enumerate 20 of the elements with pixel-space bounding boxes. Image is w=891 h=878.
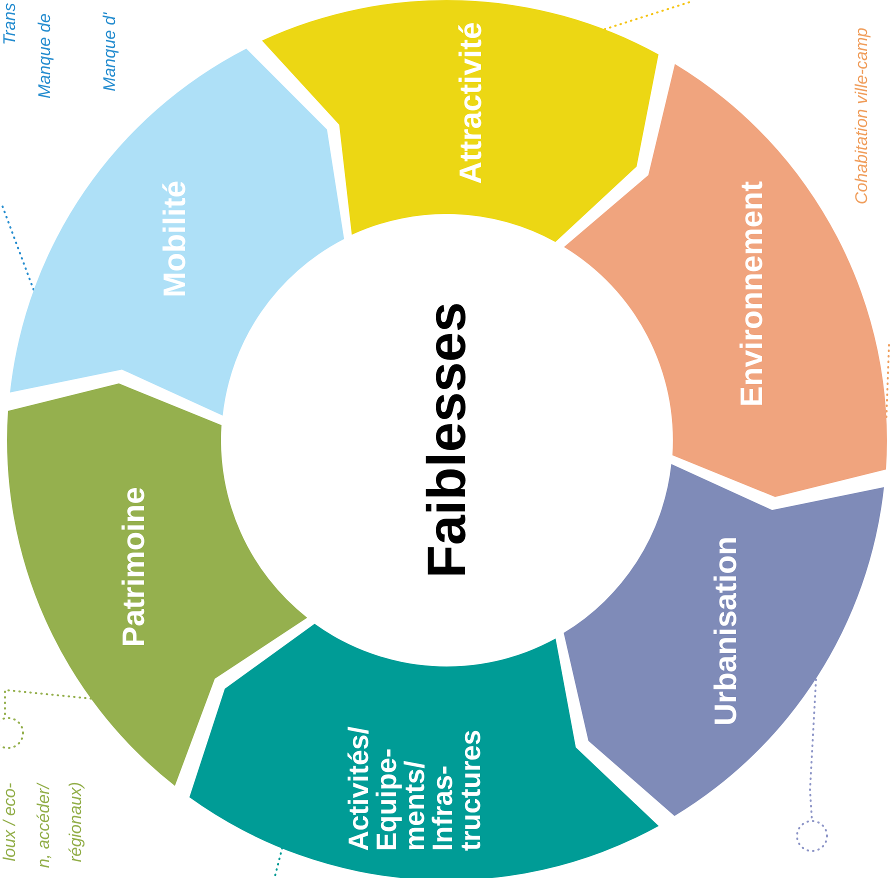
- segment-label: Mobilité: [157, 180, 194, 298]
- note-text: Trans: [0, 2, 20, 46]
- note-text: Manque d': [100, 12, 120, 92]
- leader-line: [274, 847, 284, 877]
- segment-label: Activités/ Equipe- ments/ Infras- tructures: [344, 726, 485, 852]
- leader-line: [796, 678, 828, 852]
- leader-line: [885, 344, 890, 418]
- leader-line: [1, 204, 34, 290]
- note-text: Cohabitation ville-camp: [852, 28, 872, 204]
- note-text: loux / eco-: [0, 782, 20, 862]
- note-text: n, accéder/: [34, 784, 54, 868]
- center-title: Faiblesses: [416, 302, 478, 578]
- segment-label: Patrimoine: [116, 486, 152, 647]
- note-text: Manque de: [35, 13, 55, 99]
- note-text: régionaux): [66, 782, 86, 862]
- leader-line: [604, 1, 691, 30]
- segment-label: Attractivité: [452, 22, 489, 184]
- segment-label: Urbanisation: [708, 536, 744, 726]
- leader-line: [0, 688, 92, 749]
- segment-label: Environnement: [734, 182, 770, 408]
